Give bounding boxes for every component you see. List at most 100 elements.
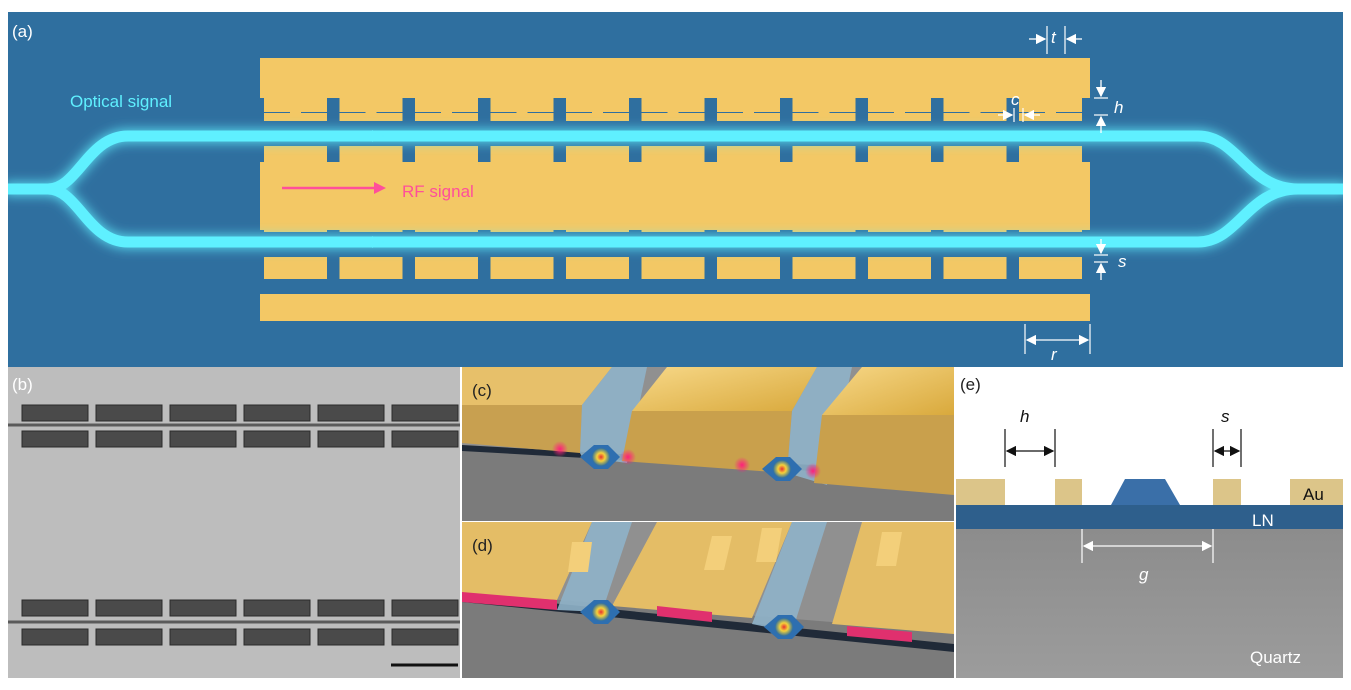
electrode-segment: [1019, 224, 1082, 232]
render-conventional-electrode: [462, 367, 954, 521]
panel-b-sem-image: (b): [8, 367, 460, 678]
electrode-stem: [743, 146, 754, 162]
electrode-stem: [441, 146, 452, 162]
sem-electrode-block: [243, 599, 311, 617]
electrode-stem: [969, 98, 981, 113]
sem-electrode-block: [243, 430, 311, 448]
electrode-segment: [415, 113, 478, 121]
sem-electrode-block: [169, 430, 237, 448]
optical-mode-d2: [775, 618, 793, 636]
sem-electrode-block: [391, 430, 459, 448]
sem-electrode-segments: [21, 404, 459, 646]
panel-e-cross-section: (e) h s g Au LN Quartz: [956, 367, 1343, 678]
electrode-stem: [290, 210, 301, 225]
electrode-stem: [894, 146, 905, 162]
panel-a-schematic: [8, 12, 1343, 367]
electrode-stem: [516, 257, 528, 279]
electrode-stem: [592, 98, 603, 113]
sem-electrode-block: [21, 430, 89, 448]
optical-mode-c1: [592, 448, 610, 466]
electrode-stem: [365, 257, 377, 279]
electrode-stem: [743, 98, 754, 113]
panel-a-top-view: (a) Optical signal RF signal t c h s r: [8, 12, 1343, 367]
electrode-stem: [818, 257, 830, 279]
electrode-stem: [743, 210, 754, 225]
ridge-waveguide: [1111, 479, 1180, 505]
sem-electrode-block: [317, 599, 385, 617]
electrode-stem: [818, 146, 830, 162]
dim-r-label: r: [1051, 345, 1057, 364]
electrode-stem: [516, 146, 528, 162]
dim-h-label: h: [1114, 98, 1124, 117]
dim-g-label: g: [1139, 565, 1149, 584]
electrode-segment: [566, 113, 629, 121]
electrode-segment: [339, 224, 403, 232]
au-electrode-3: [1213, 479, 1241, 505]
waveguide-upper-arm: [8, 130, 1343, 195]
electrode-stem: [743, 257, 754, 279]
electrode-stem: [516, 210, 528, 225]
sem-electrode-block: [21, 404, 89, 422]
electrode-stem: [592, 257, 603, 279]
electrode-stem: [441, 257, 452, 279]
electrode-stem: [441, 98, 452, 113]
electrode-segment: [641, 113, 705, 121]
waveguide-lower-arm: [42, 183, 1304, 248]
dim-t-label: t: [1051, 28, 1056, 47]
panel-label-b: (b): [12, 375, 33, 394]
sem-electrode-block: [317, 628, 385, 646]
electrode-segment: [943, 224, 1007, 232]
optical-signal-label: Optical signal: [70, 92, 173, 111]
sem-electrode-block: [169, 628, 237, 646]
electrode-stem: [365, 98, 377, 113]
optical-direction-arrow-upper: [372, 130, 384, 142]
electrode-stem: [969, 146, 981, 162]
electrode-bottom-ground: [260, 294, 1090, 321]
electrode-segment: [339, 113, 403, 121]
sem-electrode-block: [391, 404, 459, 422]
electrode-stem: [365, 146, 377, 162]
electrode-segment: [264, 113, 327, 121]
electrode-stem: [667, 210, 679, 225]
electrode-stem: [441, 210, 452, 225]
sem-electrode-block: [169, 599, 237, 617]
electrode-stem: [818, 210, 830, 225]
sem-electrode-block: [391, 599, 459, 617]
electrode-stem: [1045, 146, 1056, 162]
electrode-segment: [641, 224, 705, 232]
electrode-stem: [290, 98, 301, 113]
sem-electrode-block: [95, 628, 163, 646]
electrode-stem: [1045, 257, 1056, 279]
sem-electrode-block: [21, 599, 89, 617]
dim-s-label-e: s: [1221, 407, 1230, 426]
electrode-segment: [264, 224, 327, 232]
optical-mode-d1: [592, 603, 610, 621]
sem-electrode-block: [21, 628, 89, 646]
electrode-segment: [868, 113, 931, 121]
au-electrode-2: [1055, 479, 1082, 505]
electrode-stem: [1045, 210, 1056, 225]
electrode-stem: [818, 98, 830, 113]
electrode-segment: [943, 113, 1007, 121]
electrode-segment: [1019, 113, 1082, 121]
electrode-segment: [868, 224, 931, 232]
electrode-stem: [894, 210, 905, 225]
panel-label-a: (a): [12, 22, 33, 41]
sem-electrode-block: [243, 404, 311, 422]
electrode-segment: [717, 224, 780, 232]
electrode-stem: [290, 257, 301, 279]
electrode-stem: [592, 146, 603, 162]
sem-electrode-block: [95, 430, 163, 448]
electrode-stem: [969, 210, 981, 225]
electrode-segment: [415, 224, 478, 232]
electrode-stem: [667, 98, 679, 113]
sem-electrode-block: [391, 628, 459, 646]
ln-film: [956, 505, 1343, 529]
electrode-stem: [592, 210, 603, 225]
sem-electrode-block: [95, 404, 163, 422]
dim-h-label-e: h: [1020, 407, 1030, 426]
optical-direction-arrow-lower: [372, 236, 384, 248]
rf-arrow-head: [374, 182, 386, 194]
sem-micrograph: [8, 367, 460, 678]
mzm-waveguides: [8, 130, 1343, 248]
